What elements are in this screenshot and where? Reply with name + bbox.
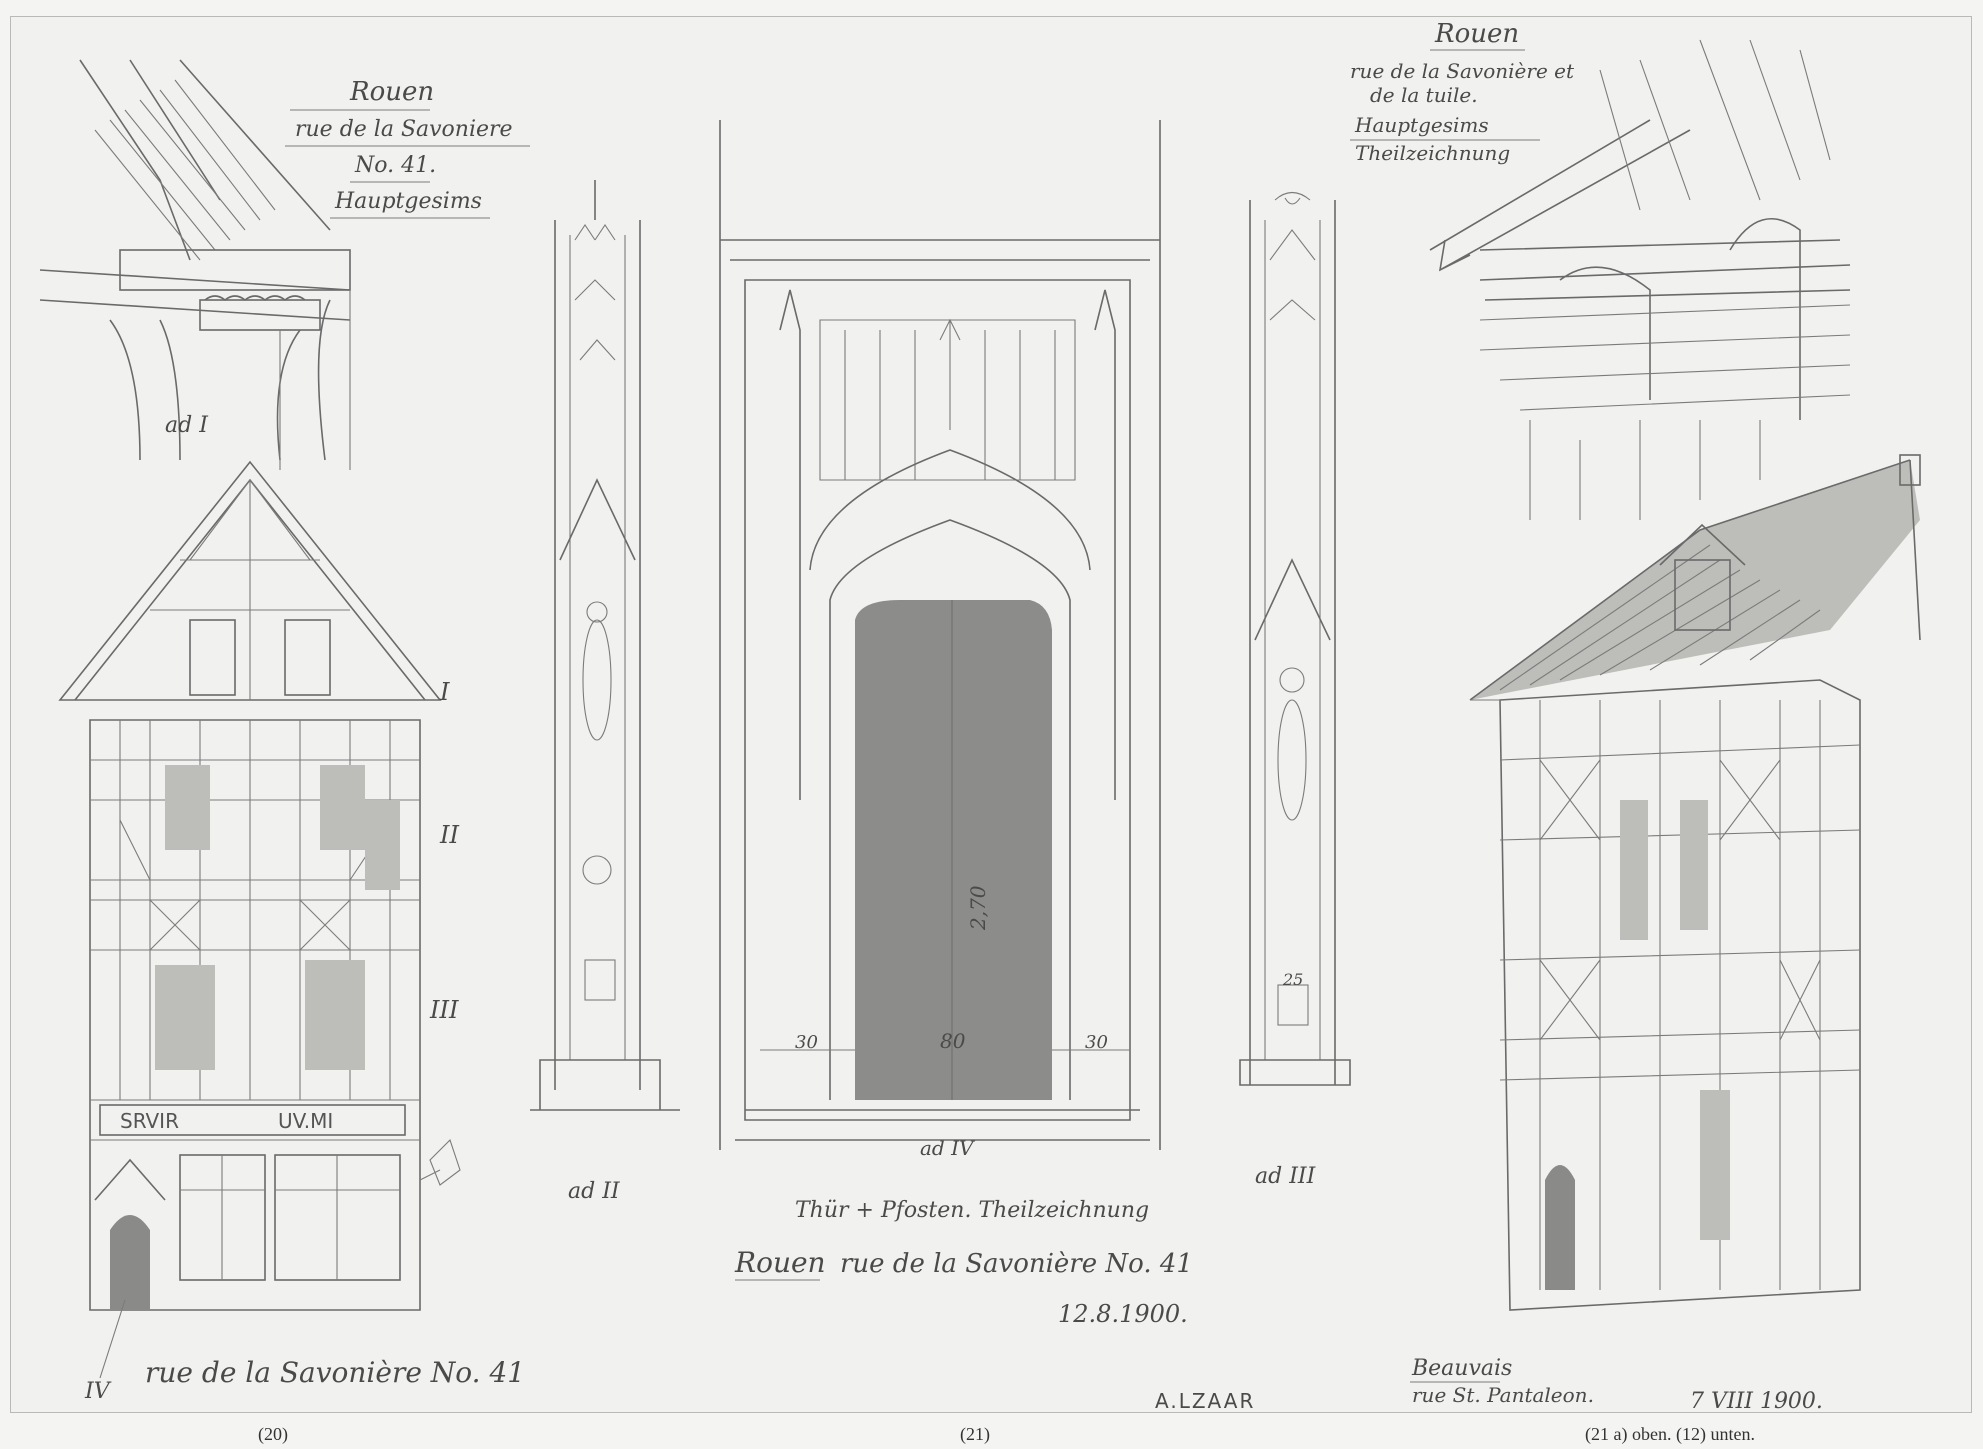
ad-iv-label: ad IV [920, 1136, 976, 1160]
ad-iii-label: ad III [1255, 1164, 1317, 1189]
dim-pier: 25 [1282, 970, 1303, 989]
ad-ii-label: ad II [568, 1179, 621, 1204]
right-title-block: Rouen rue de la Savonière et de la tuile… [1350, 19, 1575, 165]
half-timbered-house-rouen: SRVIR UV.MI I II III IV rue de la Savoni… [58, 460, 525, 1404]
right-date: 7 VIII 1900. [1690, 1389, 1823, 1414]
gothic-doorway: 30 80 30 2,70 ad IV [719, 120, 1161, 1160]
left-title-block: Rouen rue de la Savoniere No. 41. Hauptg… [285, 77, 530, 219]
center-heading: Thür + Pfosten. Theilzeichnung [795, 1198, 1149, 1223]
shop-sign-left: SRVIR [120, 1109, 179, 1133]
artist-signature: A.LZAAR [1155, 1389, 1255, 1413]
cornice-detail-left: ad I [39, 59, 351, 470]
right-street-2: de la tuile. [1370, 83, 1478, 107]
carved-pier-right: 25 ad III [1239, 191, 1351, 1189]
left-street: rue de la Savoniere [295, 117, 513, 142]
right-street-1: rue de la Savonière et [1350, 59, 1575, 83]
cornice-detail-right [1429, 39, 1851, 520]
left-subject: Hauptgesims [334, 189, 482, 214]
footer-center-number: (21) [960, 1424, 990, 1444]
left-number: No. 41. [354, 153, 436, 178]
mark-roman-iv: IV [84, 1379, 112, 1404]
ad-i-label: ad I [165, 413, 209, 438]
carved-pier-left: ad II [530, 180, 680, 1204]
half-timbered-house-beauvais: Beauvais rue St. Pantaleon. 7 VIII 1900. [1410, 454, 1921, 1414]
mark-roman-ii: II [439, 821, 459, 849]
dim-middle: 80 [940, 1029, 966, 1053]
right-street: rue St. Pantaleon. [1412, 1383, 1594, 1407]
footer-right-number: (21 a) oben. (12) unten. [1585, 1424, 1755, 1444]
dim-right: 30 [1085, 1032, 1108, 1053]
mark-roman-i: I [439, 678, 450, 706]
center-place: Rouen [734, 1246, 826, 1279]
right-title: Rouen [1434, 19, 1519, 49]
center-address: rue de la Savonière No. 41 [840, 1249, 1193, 1279]
left-caption: rue de la Savonière No. 41 [145, 1356, 525, 1389]
right-place: Beauvais [1411, 1356, 1512, 1381]
center-date: 12.8.1900. [1058, 1300, 1188, 1328]
dim-height: 2,70 [966, 885, 990, 931]
center-inscription: Thür + Pfosten. Theilzeichnung Rouen rue… [734, 1198, 1255, 1413]
shop-sign-right: UV.MI [278, 1109, 333, 1133]
right-subject-1: Hauptgesims [1354, 113, 1489, 137]
dim-left: 30 [795, 1032, 818, 1053]
right-subject-2: Theilzeichnung [1355, 141, 1510, 165]
footer-left-number: (20) [258, 1424, 288, 1444]
mark-roman-iii: III [429, 996, 459, 1024]
left-title: Rouen [349, 77, 434, 107]
